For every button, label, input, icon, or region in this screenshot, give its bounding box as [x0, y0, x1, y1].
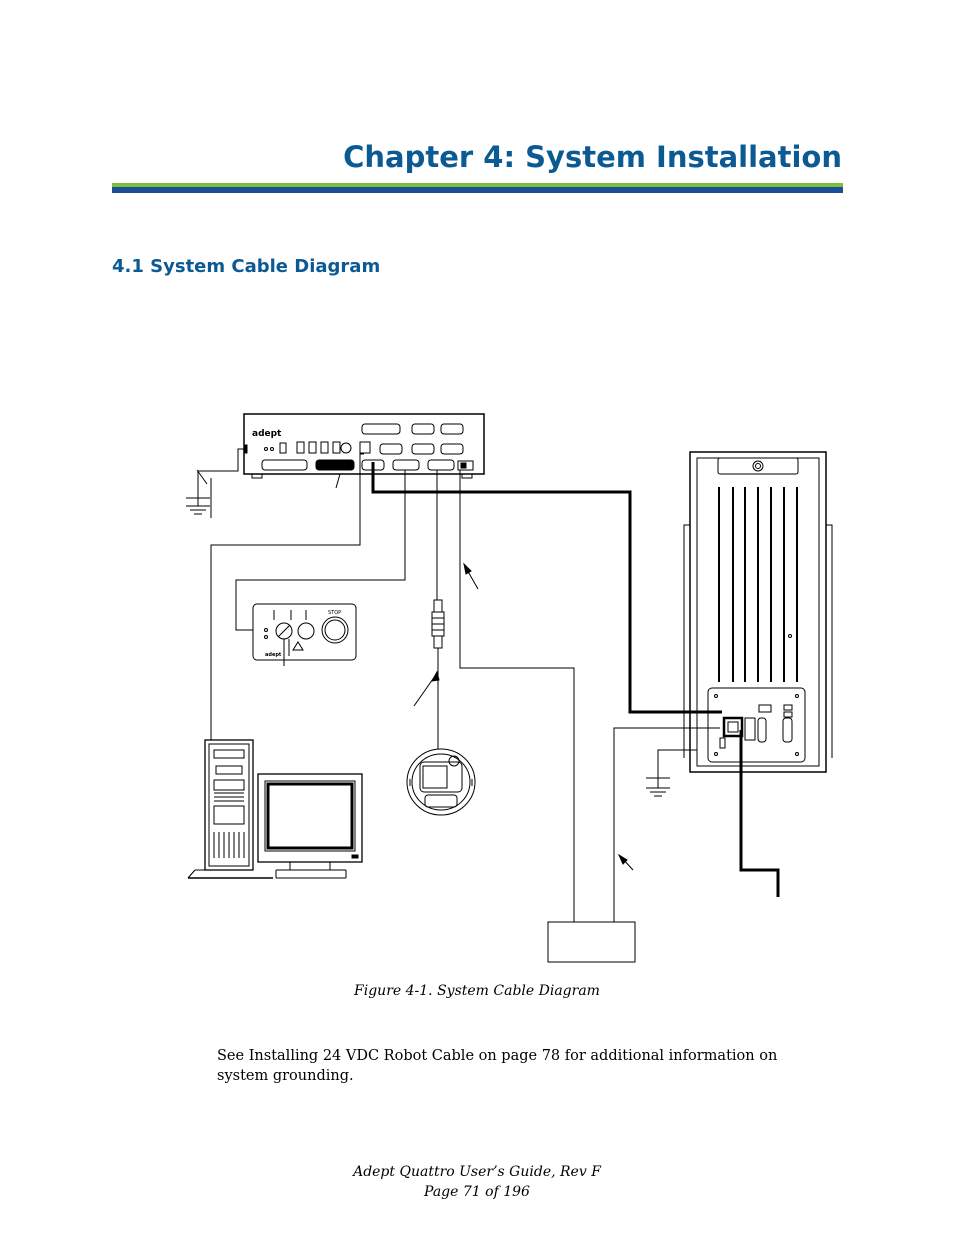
pendant-cable [413, 470, 445, 749]
title-rule-green [112, 183, 843, 187]
pc-tower [187, 739, 273, 879]
footer-page-number: Page 71 of 196 [424, 1184, 530, 1200]
robot-ground [646, 749, 697, 797]
front-panel: STOP adept [252, 603, 357, 666]
svg-text:adept: adept [252, 429, 282, 439]
footer-guide-title: Adept Quattro User’s Guide, Rev F [353, 1164, 601, 1180]
controller-ground [186, 448, 244, 518]
pc-monitor [257, 773, 363, 879]
chapter-title: Chapter 4: System Installation [343, 140, 842, 174]
pendant [406, 748, 476, 816]
stop-label: STOP [328, 610, 341, 616]
controller-unit: adept [243, 413, 485, 479]
controller-cables [210, 453, 722, 963]
system-cable-diagram: adept [186, 413, 833, 963]
page-footer: Adept Quattro User’s Guide, Rev F Page 7… [0, 1162, 954, 1202]
figure-caption: Figure 4-1. System Cable Diagram [354, 983, 600, 999]
svg-text:adept: adept [265, 652, 282, 658]
section-title: 4.1 System Cable Diagram [112, 256, 381, 277]
body-paragraph: See Installing 24 VDC Robot Cable on pag… [217, 1048, 778, 1084]
quattro-robot [683, 451, 833, 773]
robot-ac-cable [739, 730, 780, 897]
title-rule-blue [112, 187, 843, 193]
